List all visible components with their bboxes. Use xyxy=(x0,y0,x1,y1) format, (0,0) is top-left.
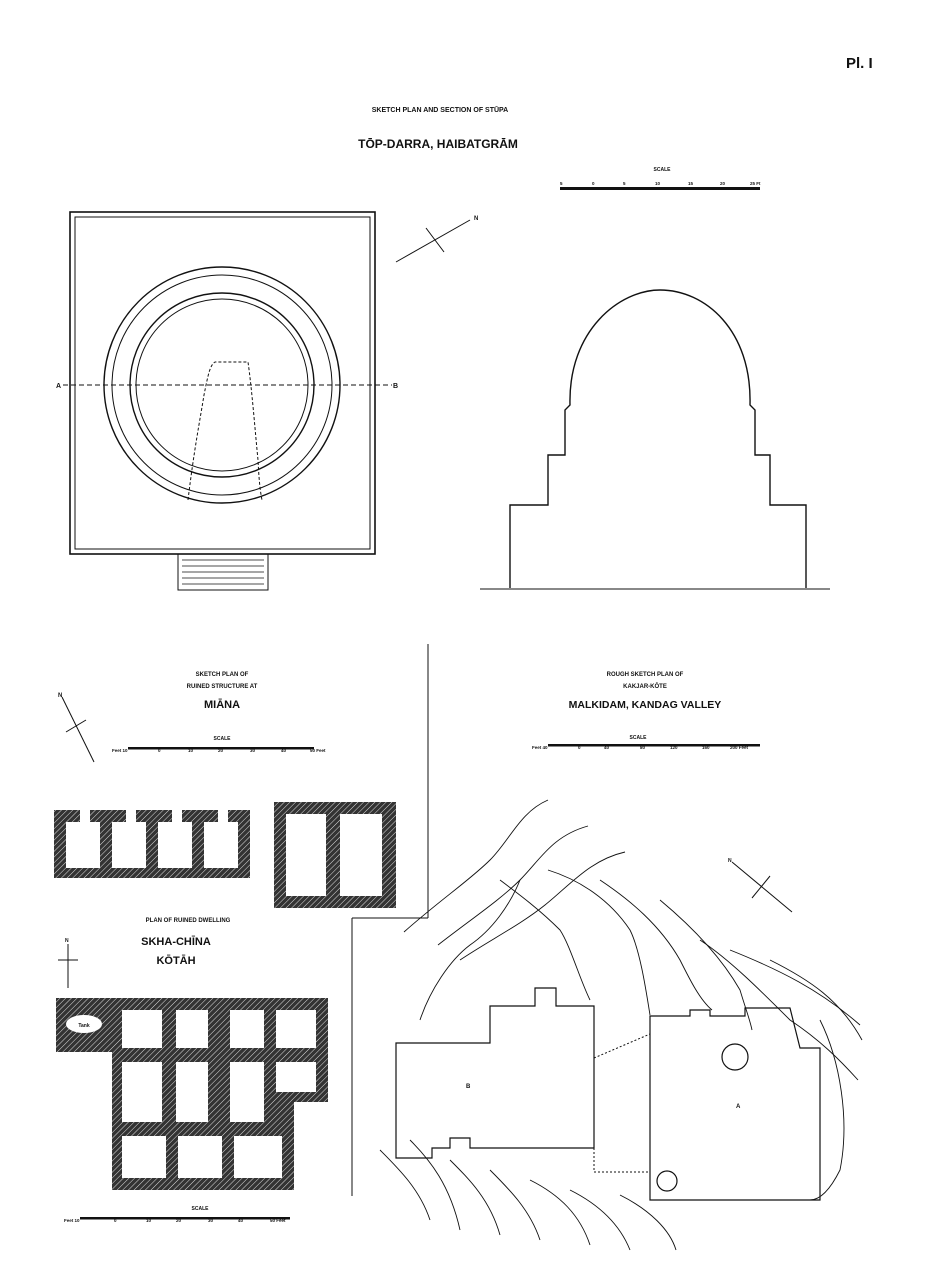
malkidam-contours xyxy=(379,799,863,1251)
skha-caption: PLAN OF RUINED DWELLING xyxy=(146,918,231,924)
miana-scale-bar: SCALE Feet 10 0 10 20 30 40 50 Feet xyxy=(112,736,326,753)
malkidam-fort-a: A xyxy=(649,1007,821,1201)
stupa-north-arrow: N xyxy=(395,216,478,263)
miana-title: MIĀNA xyxy=(204,699,240,711)
scale-tick: 0 xyxy=(592,181,595,186)
scale-tick: 20 xyxy=(176,1218,182,1223)
scale-tick: Feet 10 xyxy=(112,748,128,753)
scale-tick: 15 xyxy=(688,181,694,186)
scale-tick: 25 Ft xyxy=(750,181,761,186)
malkidam-titles: ROUGH SKETCH PLAN OF KAKJAR-KŌTE MALKIDA… xyxy=(569,672,722,711)
malkidam-north-arrow: N xyxy=(728,858,793,913)
malkidam-caption-1: ROUGH SKETCH PLAN OF xyxy=(607,672,684,678)
scale-tick: Feet 40 xyxy=(532,745,548,750)
scale-tick: 30 xyxy=(250,748,256,753)
north-mark: N xyxy=(728,858,732,864)
malkidam-connecting-walls xyxy=(593,1033,651,1173)
scale-tick: 0 xyxy=(114,1218,117,1223)
scale-tick: 160 xyxy=(702,745,710,750)
malkidam-scale-label: SCALE xyxy=(630,735,648,741)
stupa-titles: SKETCH PLAN AND SECTION OF STŪPA TŌP-DAR… xyxy=(358,106,518,151)
north-mark: N xyxy=(58,693,62,699)
miana-caption-1: SKETCH PLAN OF xyxy=(196,672,249,678)
scale-tick: 5 xyxy=(560,181,563,186)
tank-label: Tank xyxy=(78,1023,90,1029)
scale-tick: 20 xyxy=(720,181,726,186)
scale-tick: 120 xyxy=(670,745,678,750)
scale-tick: 0 xyxy=(578,745,581,750)
scale-tick: 40 xyxy=(281,748,287,753)
stupa-title: TŌP-DARRA, HAIBATGRĀM xyxy=(358,137,518,151)
scale-tick: 80 xyxy=(640,745,646,750)
north-mark: N xyxy=(474,216,478,222)
scale-tick: 200 Feet xyxy=(730,745,749,750)
scale-tick: 40 xyxy=(238,1218,244,1223)
scale-tick: 20 xyxy=(218,748,224,753)
scale-tick: Feet 10 xyxy=(64,1218,80,1223)
malkidam-scale-bar: SCALE Feet 40 0 40 80 120 160 200 Feet xyxy=(532,735,760,750)
skha-north-arrow: N xyxy=(58,938,78,988)
malkidam-caption-2: KAKJAR-KŌTE xyxy=(623,683,667,690)
fort-a-label: A xyxy=(736,1104,741,1110)
stupa-caption: SKETCH PLAN AND SECTION OF STŪPA xyxy=(372,106,509,114)
skha-titles: PLAN OF RUINED DWELLING SKHA-CHĪNA KŌTĀH xyxy=(141,918,230,967)
scale-tick: 40 xyxy=(604,745,610,750)
skha-scale-label: SCALE xyxy=(192,1206,210,1212)
plate-number: Pl. I xyxy=(846,55,873,72)
miana-north-arrow: N xyxy=(58,693,95,763)
scale-tick: 10 xyxy=(655,181,661,186)
section-a-label: A xyxy=(56,383,61,390)
malkidam-title: MALKIDAM, KANDAG VALLEY xyxy=(569,699,722,711)
section-b-label: B xyxy=(393,383,398,390)
stupa-section xyxy=(480,289,830,590)
miana-caption-2: RUINED STRUCTURE AT xyxy=(187,684,258,690)
skha-dwelling-plan: Tank xyxy=(56,998,328,1190)
miana-structure-hall xyxy=(274,802,396,908)
skha-title-1: SKHA-CHĪNA xyxy=(141,936,211,948)
scale-tick: 5 xyxy=(623,181,626,186)
scale-tick: 0 xyxy=(158,748,161,753)
scale-tick: 30 xyxy=(208,1218,214,1223)
scale-tick: 50 Feet xyxy=(270,1218,286,1223)
stupa-scale-label: SCALE xyxy=(654,167,672,173)
fort-b-label: B xyxy=(466,1084,471,1090)
miana-scale-label: SCALE xyxy=(214,736,232,742)
malkidam-fort-b: B xyxy=(395,987,595,1159)
miana-titles: SKETCH PLAN OF RUINED STRUCTURE AT MIĀNA xyxy=(187,672,258,711)
scale-tick: 50 Feet xyxy=(310,748,326,753)
stupa-scale-bar: SCALE 5 0 5 10 15 20 25 Ft xyxy=(560,167,761,190)
miana-structure-rooms xyxy=(54,810,250,878)
scale-tick: 10 xyxy=(146,1218,152,1223)
skha-scale-bar: SCALE Feet 10 0 10 20 30 40 50 Feet xyxy=(64,1206,290,1223)
skha-title-2: KŌTĀH xyxy=(156,955,195,967)
north-mark: N xyxy=(65,938,69,944)
scale-tick: 10 xyxy=(188,748,194,753)
stupa-plan: A B xyxy=(56,211,398,591)
